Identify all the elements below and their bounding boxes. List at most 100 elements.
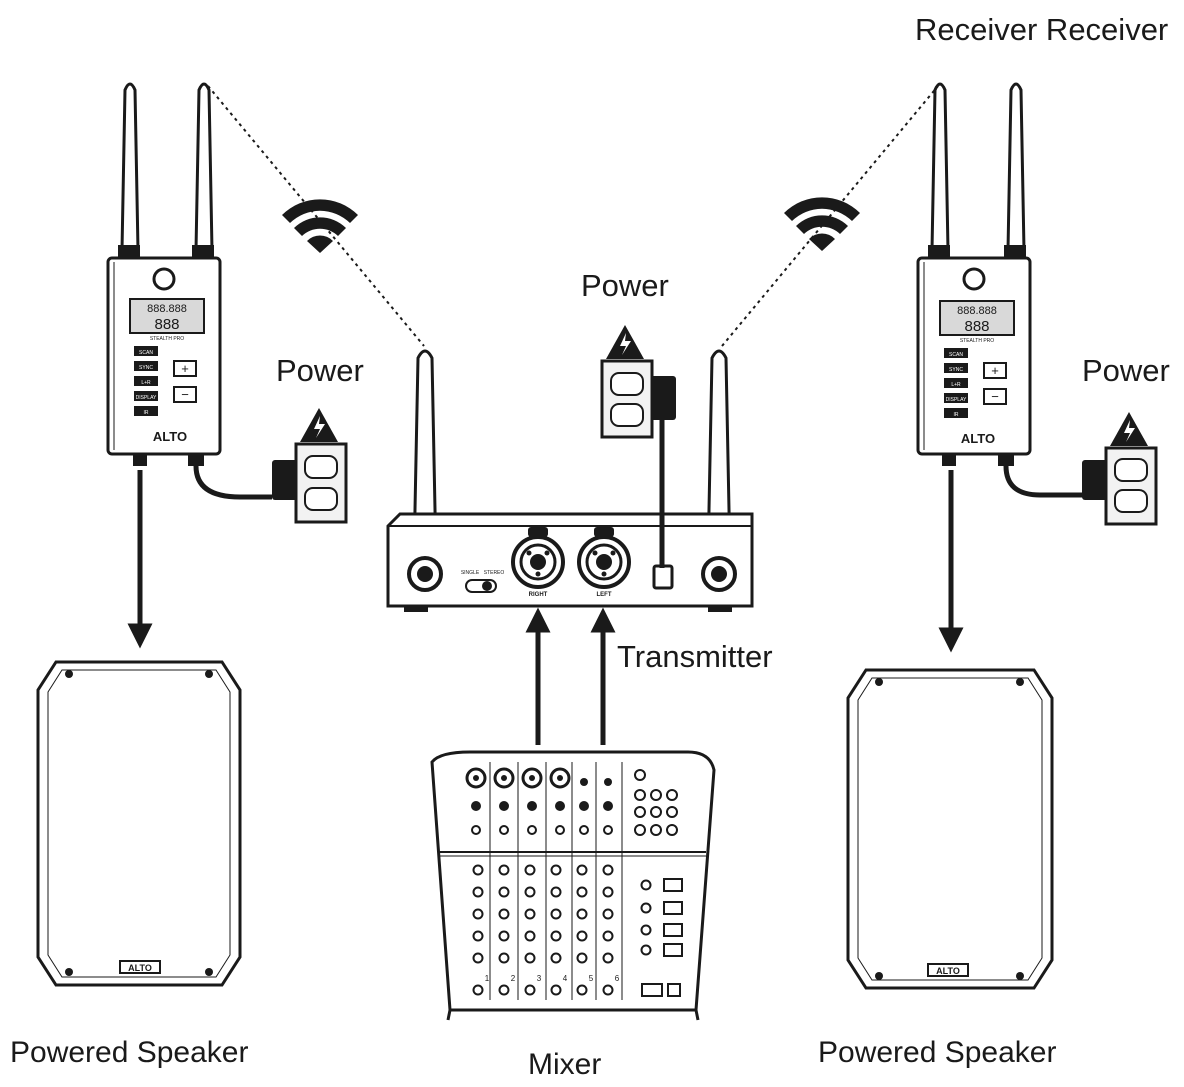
power-cable-left	[193, 460, 302, 500]
wifi-icon	[282, 199, 358, 253]
mixer-knob	[471, 825, 481, 835]
receiver-left-button-label: L+R	[141, 380, 151, 386]
transmitter-jack-left: LEFT	[577, 527, 631, 598]
receiver-right-display: 888.888 888 STEALTH PRO	[939, 300, 1015, 344]
receiver-right-button-label: L+R	[951, 382, 961, 388]
mixer-channel-label-4: 4	[563, 974, 568, 983]
mixer-jack	[666, 824, 678, 836]
receiver-right-minus: −	[991, 389, 999, 404]
receiver-left-brand: ALTO	[153, 429, 187, 444]
mixer-knob	[524, 864, 536, 876]
mixer-knob	[555, 825, 565, 835]
mixer-knob	[602, 930, 614, 942]
mixer-knob	[640, 944, 652, 956]
receiver-left-button-label: SYNC	[139, 365, 153, 371]
speaker-right-badge: ALTO	[936, 966, 960, 976]
mixer-knob	[603, 801, 613, 811]
mixer-knob	[498, 952, 510, 964]
receiver-left-antenna-1	[118, 82, 140, 259]
speaker-left: ALTO	[36, 660, 242, 987]
mixer-knob	[499, 825, 509, 835]
mixer-jack	[650, 806, 662, 818]
mixer-jack	[634, 824, 646, 836]
transmitter-switch-b: STEREO	[484, 570, 505, 576]
transmitter-antenna-left	[412, 349, 438, 562]
power-outlet-right	[1104, 412, 1158, 526]
wireless-link-left	[207, 85, 425, 347]
receiver-left-knob	[152, 267, 176, 291]
receiver-right: 888.888 888 STEALTH PRO SCAN SYNC L+R DI…	[916, 82, 1032, 466]
speaker-label-left: Powered Speaker	[10, 1036, 249, 1069]
mixer: 1 2 3 4 5 6	[430, 750, 716, 1021]
mixer-knob	[550, 908, 562, 920]
mixer-knob	[524, 984, 536, 996]
receiver-left-button-label: DISPLAY	[136, 395, 157, 401]
transmitter-jack-left-label: LEFT	[597, 592, 612, 598]
mixer-knob	[579, 825, 589, 835]
transmitter-antenna-right	[706, 349, 732, 562]
mixer-button	[663, 943, 683, 957]
mixer-knob	[550, 984, 562, 996]
mixer-knob	[471, 801, 481, 811]
mixer-knob	[527, 801, 537, 811]
mixer-knob	[498, 908, 510, 920]
mixer-knob	[498, 930, 510, 942]
mixer-button	[663, 878, 683, 892]
receiver-right-antenna-2	[1004, 82, 1026, 259]
receiver-right-button-label: SCAN	[949, 352, 963, 358]
hazard-icon	[1110, 412, 1148, 446]
mixer-xlr-pin	[557, 775, 563, 781]
mixer-knob	[550, 952, 562, 964]
mixer-knob	[576, 952, 588, 964]
receiver-right-button-label: DISPLAY	[946, 397, 967, 403]
mixer-channel-label-1: 1	[485, 974, 490, 983]
mixer-knob	[498, 984, 510, 996]
mixer-knob	[550, 886, 562, 898]
mixer-xlr-pin	[529, 775, 535, 781]
mixer-jack	[634, 806, 646, 818]
mixer-knob	[576, 984, 588, 996]
power-label-right: Power	[1082, 353, 1170, 388]
mixer-label: Mixer	[528, 1048, 602, 1081]
receiver-left-buttons: SCAN SYNC L+R DISPLAY IR + −	[134, 346, 197, 416]
mixer-knob	[555, 801, 565, 811]
mixer-knob	[498, 886, 510, 898]
power-outlet-left	[294, 408, 348, 524]
receiver-left-antenna-2	[192, 82, 214, 259]
mixer-jack	[666, 806, 678, 818]
mixer-knob	[602, 984, 614, 996]
mixer-button	[641, 983, 663, 997]
mixer-jack	[650, 789, 662, 801]
transmitter-mode-switch: SINGLE STEREO	[461, 570, 505, 593]
receiver-left-display: 888.888 888 STEALTH PRO	[129, 298, 205, 342]
mixer-knob	[472, 908, 484, 920]
receiver-right-antenna-1	[928, 82, 950, 259]
mixer-knob	[524, 930, 536, 942]
mixer-jack	[634, 789, 646, 801]
receiver-right-button-label: SYNC	[949, 367, 963, 373]
mixer-knob	[524, 886, 536, 898]
wifi-icon	[784, 197, 860, 251]
receiver-left: 888.888 888 STEALTH PRO SCAN SYNC L+R DI…	[106, 82, 222, 466]
mixer-knob	[602, 864, 614, 876]
transmitter-power-jack	[652, 564, 674, 590]
receiver-right-model: STEALTH PRO	[960, 338, 994, 344]
mixer-knob	[640, 902, 652, 914]
receiver-right-plus: +	[991, 363, 999, 378]
mixer-knob	[472, 952, 484, 964]
mixer-jack	[650, 824, 662, 836]
mixer-jack	[580, 778, 588, 786]
receiver-left-plus: +	[181, 361, 189, 376]
mixer-knob	[472, 864, 484, 876]
mixer-knob	[576, 886, 588, 898]
receiver-right-button-label: IR	[954, 412, 959, 418]
power-label-center: Power	[581, 268, 669, 303]
mixer-knob	[472, 984, 484, 996]
receiver-right-knob	[962, 267, 986, 291]
transmitter-label: Transmitter	[617, 639, 773, 674]
mixer-knob	[602, 886, 614, 898]
mixer-knob	[550, 864, 562, 876]
mixer-channel-label-5: 5	[589, 974, 594, 983]
mixer-knob	[603, 825, 613, 835]
power-cable-right	[1003, 460, 1112, 500]
